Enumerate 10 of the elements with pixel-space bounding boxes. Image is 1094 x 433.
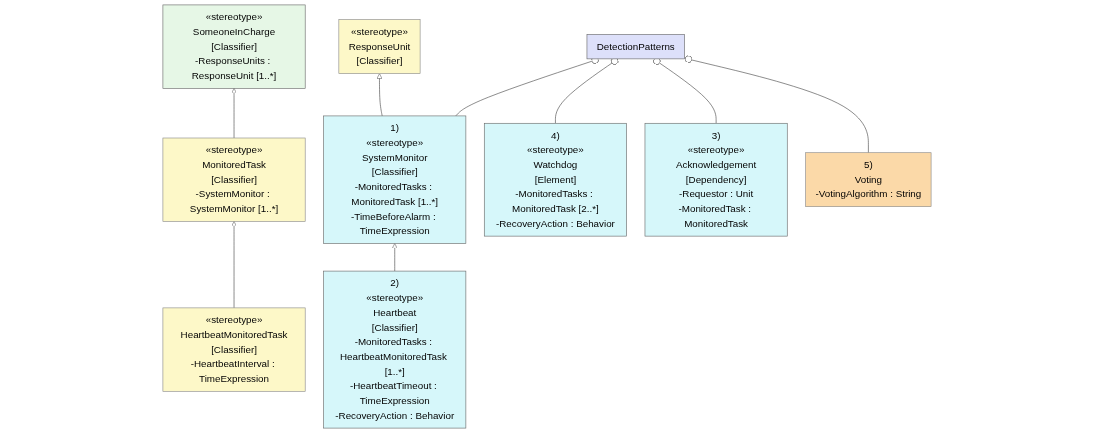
node-box: «stereotype» SomeoneInCharge [Classifier] -ResponseUnits : ResponseUnit [1..*] xyxy=(162,4,306,89)
node-box: DetectionPatterns xyxy=(586,34,685,60)
node-box: «stereotype» MonitoredTask [Classifier] -SystemMonitor : SystemMonitor [1..*] xyxy=(162,137,306,222)
node-box: 3) «stereotype» Acknowledgement [Dependency] -Requestor : Unit -MonitoredTask : MonitoredTask xyxy=(644,122,788,237)
node-box: 2) «stereotype» Heartbeat [Classifier] -MonitoredTasks : HeartbeatMonitoredTask [1..*] -HeartbeatTimeout : TimeExpression -RecoveryAction : Behavior xyxy=(323,270,467,429)
node-box: 4) «stereotype» Watchdog [Element] -MonitoredTasks : MonitoredTask [2..*] -RecoveryAction : Behavior xyxy=(483,122,627,237)
node-box: 5) Voting -VotingAlgorithm : String xyxy=(805,152,932,207)
node-box: 1) «stereotype» SystemMonitor [Classifier] -MonitoredTasks : MonitoredTask [1..*] -TimeBeforeAlarm : TimeExpression xyxy=(323,115,467,244)
node-box: «stereotype» HeartbeatMonitoredTask [Classifier] -HeartbeatInterval : TimeExpression xyxy=(162,307,306,392)
node-box: «stereotype» ResponseUnit [Classifier] xyxy=(338,19,421,74)
